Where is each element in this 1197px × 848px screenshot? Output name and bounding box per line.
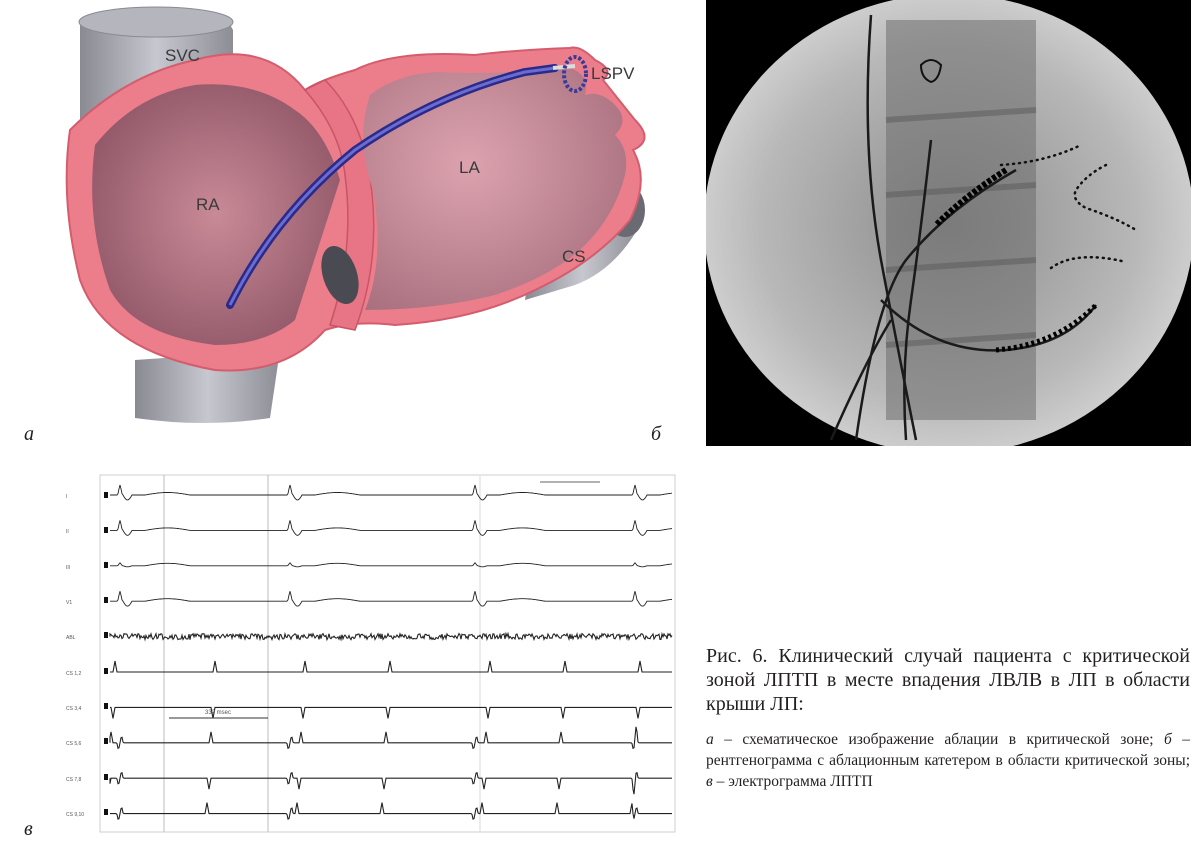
label-svc: SVC (165, 46, 200, 66)
panel-letter-b: б (651, 423, 661, 446)
figure-caption-body: а – схематическое изображение аблации в … (706, 729, 1190, 792)
lead-label: III (66, 565, 70, 571)
label-cs: CS (562, 247, 586, 267)
caption-letter-c: в (706, 773, 713, 790)
spine-shadow (886, 20, 1036, 420)
panel-letter-a: а (24, 423, 34, 446)
lead-label: I (66, 494, 67, 500)
lead-label: CS 1,2 (66, 671, 82, 677)
lead-label: ABL (66, 635, 76, 641)
figure-caption-title: Рис. 6. Клинический случай пациента с кр… (706, 644, 1190, 716)
lead-label: V1 (66, 600, 72, 606)
lead-label: CS 3,4 (66, 706, 82, 712)
interval-label: 332 msec (205, 710, 231, 716)
caption-letter-b: б (1164, 731, 1172, 748)
lead-label: CS 9,10 (66, 812, 84, 818)
caption-part-c: – электрограмма ЛПТП (713, 773, 873, 790)
label-la: LA (459, 158, 480, 178)
electrogram: I II III V1 ABL CS 1,2 CS 3,4 CS 5,6 CS … (60, 470, 680, 840)
lead-label: CS 5,6 (66, 741, 82, 747)
xray-image (706, 0, 1191, 446)
caption-part-a: – схематическое изображение аблации в кр… (714, 731, 1164, 748)
caption-letter-a: а (706, 731, 714, 748)
label-ra: RA (196, 195, 220, 215)
panel-letter-c: в (24, 818, 33, 841)
lead-label: II (66, 529, 69, 535)
label-lspv: LSPV (591, 64, 634, 84)
lead-label: CS 7,8 (66, 777, 82, 783)
